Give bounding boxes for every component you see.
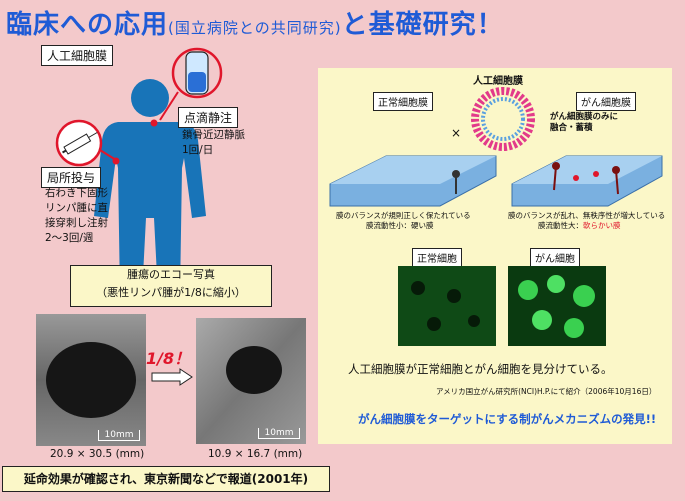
normal-membrane-label: 正常細胞膜 [373,92,433,111]
cancer-note-line: 融合・蓄積 [550,123,593,133]
cancer-cell-label: がん細胞 [530,248,580,267]
page-title: 臨床への応用(国立病院との共同研究)と基礎研究！ [6,4,504,41]
drip-detail: 鎖骨近辺静脈 1回/日 [182,128,245,158]
normal-desc-line: 膜のバランスが規則正しく保たれている [336,211,471,220]
echo-title-line: （悪性リンパ腫が1/8に縮小） [96,286,246,299]
size-before: 20.9 × 30.5 (mm) [50,448,145,460]
iv-highlight-circle [171,47,223,99]
cancer-desc-line: 膜のバランスが乱れ、無秩序性が増大している [508,211,666,220]
local-detail-line: 2〜3回/週 [45,232,94,244]
drip-label: 点滴静注 [178,107,239,128]
head-shape [131,79,169,117]
cross-mark: × [451,126,462,140]
echo-title-line: 腫瘍のエコー写真 [127,268,215,281]
scale-bar-after: 10mm [258,428,300,439]
syringe-icon [62,132,98,155]
cancer-description: 膜のバランスが乱れ、無秩序性が増大している 膜流動性大：軟らかい膜 [508,211,665,231]
arrow-right-icon [151,368,193,386]
summary-sentence: 人工細胞膜が正常細胞とがん細胞を見分けている。 [348,362,613,376]
normal-cell-label: 正常細胞 [412,248,462,267]
normal-cell-image [398,266,496,346]
liposome-icon [471,87,535,151]
cancer-note-line: がん細胞膜のみに [550,112,619,122]
cancer-note: がん細胞膜のみに 融合・蓄積 [550,112,618,134]
local-detail-line: リンパ腫に直 [45,202,108,214]
normal-description: 膜のバランスが規則正しく保たれている 膜流動性小：硬い膜 [336,211,471,231]
cancer-membrane-label: がん細胞膜 [576,92,636,111]
scale-bar-before: 10mm [98,430,140,441]
membrane-illustration [329,155,663,207]
echo-after-image: 10mm [196,318,306,444]
cancer-cell-image [508,266,606,346]
size-after: 10.9 × 16.7 (mm) [208,448,303,460]
echo-before-image: 10mm [36,314,146,446]
syringe-line [99,149,117,161]
drip-detail-line: 鎖骨近辺静脈 [182,129,245,141]
liposome-top-label: 人工細胞膜 [473,76,523,87]
research-panel: 人工細胞膜 正常細胞膜 がん細胞膜 がん細胞膜のみに 融合・蓄積 × 膜のバラン… [318,68,672,444]
local-label: 局所投与 [41,167,102,188]
source-note: アメリカ国立がん研究所(NCI)H.P.にて紹介（2006年10月16日） [436,387,657,396]
local-detail-line: 接穿刺し注射 [45,217,108,229]
liposome-label: 人工細胞膜 [41,45,114,66]
human-figure-illustration [55,47,223,295]
local-detail: 右わき下固形 リンパ腫に直 接穿刺し注射 2〜3回/週 [45,186,108,246]
title-rest: と基礎研究！ [341,10,504,40]
footer-box: 延命効果が確認され、東京新聞などで報道(2001年) [2,466,330,492]
echo-title: 腫瘍のエコー写真 （悪性リンパ腫が1/8に縮小） [70,265,272,307]
conclusion: がん細胞膜をターゲットにする制がんメカニズムの発見!! [358,412,657,426]
cancer-desc-highlight: 軟らかい膜 [583,221,621,230]
ratio-label: 1/8！ [146,349,191,368]
cancer-desc-text: 膜流動性大： [538,221,583,230]
title-sub: (国立病院との共同研究) [168,19,342,37]
body-shape [94,122,206,295]
injection-point-armpit [112,157,120,165]
injection-point-clavicle [150,119,158,127]
title-main: 臨床への応用 [6,10,169,40]
drip-detail-line: 1回/日 [182,144,214,156]
iv-fluid [188,72,206,92]
local-detail-line: 右わき下固形 [45,187,108,199]
iv-line [159,91,179,121]
normal-desc-line: 膜流動性小：硬い膜 [366,221,434,230]
